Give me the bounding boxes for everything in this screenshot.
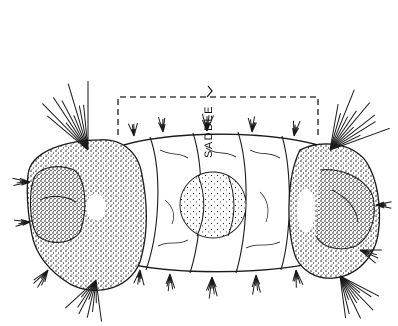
bristle-tuft: [128, 123, 137, 136]
bristle-tuft: [252, 275, 260, 295]
saddle-spot: [180, 172, 246, 238]
bristle-tuft: [330, 90, 390, 150]
saddle-label: SADDLE: [201, 78, 217, 158]
bristle-tuft: [248, 116, 256, 132]
bristle-tuft: [207, 277, 218, 299]
saddle-bracket: [118, 86, 318, 135]
bristle-tuft: [42, 81, 88, 150]
bristle-tuft: [293, 270, 303, 288]
body-right-hump: [289, 144, 380, 278]
bristle-tuft: [158, 117, 165, 132]
bristle-tuft: [134, 270, 144, 285]
bristle-tuft: [166, 274, 175, 291]
bristle-tuft: [340, 276, 379, 319]
bristle-tuft: [293, 121, 300, 136]
bristle-tuft: [34, 270, 49, 288]
bristle-tuft: [14, 220, 30, 227]
body-left-hump: [27, 140, 146, 291]
